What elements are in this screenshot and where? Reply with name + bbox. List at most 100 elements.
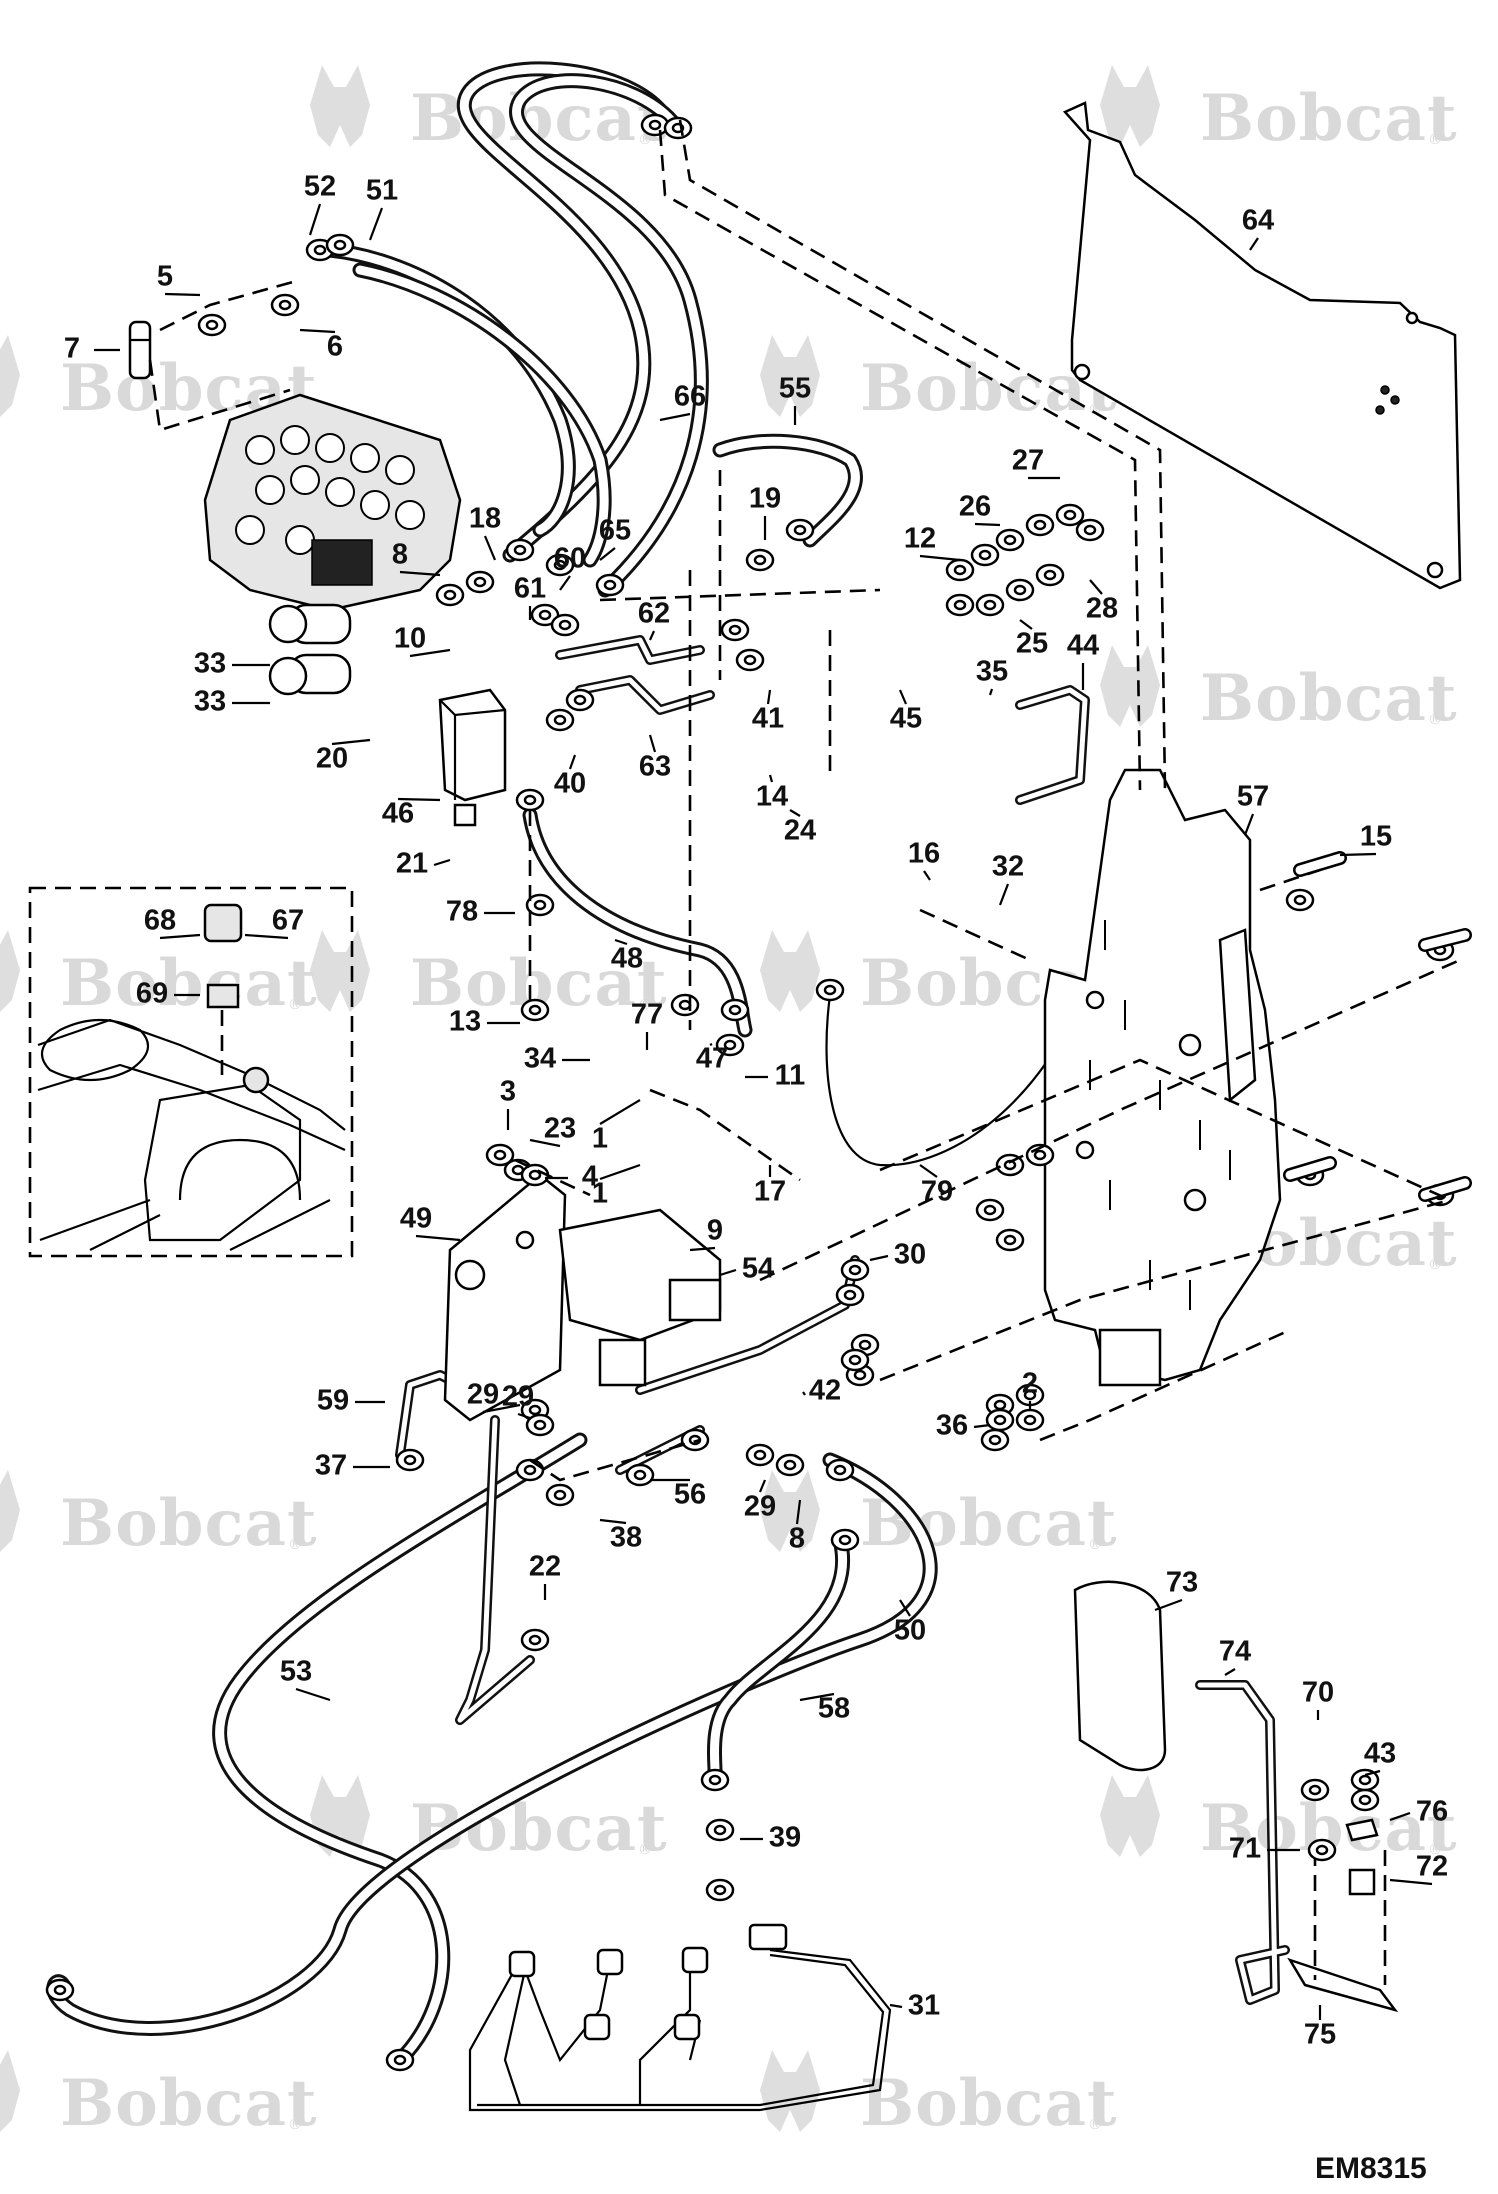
fitting (720, 618, 750, 642)
fitting (945, 558, 975, 582)
callout-20: 20 (316, 743, 348, 775)
bobcat-logo-icon (0, 930, 20, 1012)
leader-line (898, 689, 908, 705)
callout-51: 51 (366, 175, 398, 207)
callout-49: 49 (400, 1203, 432, 1235)
leader-line (308, 203, 322, 236)
leader-line (974, 522, 1001, 527)
control-valve-block (203, 393, 462, 696)
leader-line (614, 938, 628, 946)
callout-72: 72 (1416, 1851, 1448, 1883)
pedal-73 (1073, 1580, 1167, 1772)
leader-line (795, 1499, 802, 1525)
manifold-46 (438, 688, 507, 827)
leader-line (988, 688, 994, 696)
bobcat-logo-icon (310, 65, 370, 147)
callout-50: 50 (894, 1615, 926, 1647)
callout-8: 8 (392, 539, 408, 571)
fitting (680, 1428, 710, 1452)
fitting (975, 1198, 1005, 1222)
callout-63: 63 (639, 751, 671, 783)
callout-23: 23 (544, 1113, 576, 1145)
leader-line (719, 1268, 737, 1277)
fitting (197, 313, 227, 337)
bracket-75 (1287, 1818, 1399, 2013)
fitting (995, 1228, 1025, 1252)
callout-19: 19 (749, 483, 781, 515)
callout-57: 57 (1237, 781, 1269, 813)
watermark-registered-mark: ® (288, 997, 302, 1013)
callout-16: 16 (908, 838, 940, 870)
callout-18: 18 (469, 503, 501, 535)
callout-52: 52 (304, 171, 336, 203)
watermark-registered-mark: ® (638, 997, 652, 1013)
watermark-registered-mark: ® (638, 132, 652, 148)
fitting (515, 788, 545, 812)
leader-line (1364, 1769, 1381, 1777)
callout-33: 33 (194, 648, 226, 680)
callout-68: 68 (144, 905, 176, 937)
callout-6: 6 (327, 331, 343, 363)
callout-36: 36 (936, 1410, 968, 1442)
callout-75: 75 (1304, 2019, 1336, 2051)
fitting (985, 1408, 1015, 1432)
leader-line (889, 2003, 903, 2009)
fitting (1025, 513, 1055, 537)
fitting (520, 1163, 550, 1187)
leader-line (709, 1043, 713, 1046)
callout-28: 28 (1086, 593, 1118, 625)
fitting (505, 538, 535, 562)
leader-line (599, 1163, 641, 1181)
callout-55: 55 (779, 373, 811, 405)
hoses (46, 61, 938, 2068)
callout-60: 60 (554, 543, 586, 575)
watermark-text: Bobcat (60, 2066, 318, 2141)
callout-69: 69 (136, 978, 168, 1010)
fitting (830, 1528, 860, 1552)
leader-line (568, 754, 577, 770)
leader-line (244, 933, 289, 940)
callout-71: 71 (1229, 1833, 1261, 1865)
callout-37: 37 (315, 1450, 347, 1482)
leader-line (1089, 579, 1103, 595)
bobcat-logo-icon (1100, 1775, 1160, 1857)
fitting (1055, 503, 1085, 527)
callout-33: 33 (194, 686, 226, 718)
leader-line (415, 1234, 461, 1242)
fitting (395, 1448, 425, 1472)
fitting (840, 1348, 870, 1372)
fitting (128, 320, 152, 380)
leader-line (758, 1479, 767, 1493)
callout-32: 32 (992, 851, 1024, 883)
fitting (550, 613, 580, 637)
fitting (515, 1458, 545, 1482)
bobcat-logo-icon (0, 2050, 20, 2132)
leader-line (1339, 852, 1377, 857)
leader-line (399, 570, 441, 577)
watermark-7: Bobcat® (0, 930, 317, 1021)
callout-79: 79 (921, 1176, 953, 1208)
leader-line (1389, 1878, 1433, 1886)
fitting (520, 1628, 550, 1652)
fitting (565, 688, 595, 712)
callout-25: 25 (1016, 628, 1048, 660)
fitting (663, 116, 693, 140)
tubes (395, 635, 1290, 2005)
fitting (720, 998, 750, 1022)
watermark-registered-mark: ® (1428, 712, 1442, 728)
fitting (485, 1143, 515, 1167)
fitting (625, 1463, 655, 1487)
leader-line (659, 412, 691, 422)
callout-44: 44 (1067, 630, 1099, 662)
fitting (745, 548, 775, 572)
fitting (520, 998, 550, 1022)
callout-8: 8 (789, 1523, 805, 1555)
callout-73: 73 (1166, 1567, 1198, 1599)
watermark-registered-mark: ® (288, 2117, 302, 2133)
leader-line (559, 575, 571, 591)
watermark-text: Bobcat (1200, 81, 1458, 156)
leader-line (648, 734, 657, 753)
callout-59: 59 (317, 1385, 349, 1417)
